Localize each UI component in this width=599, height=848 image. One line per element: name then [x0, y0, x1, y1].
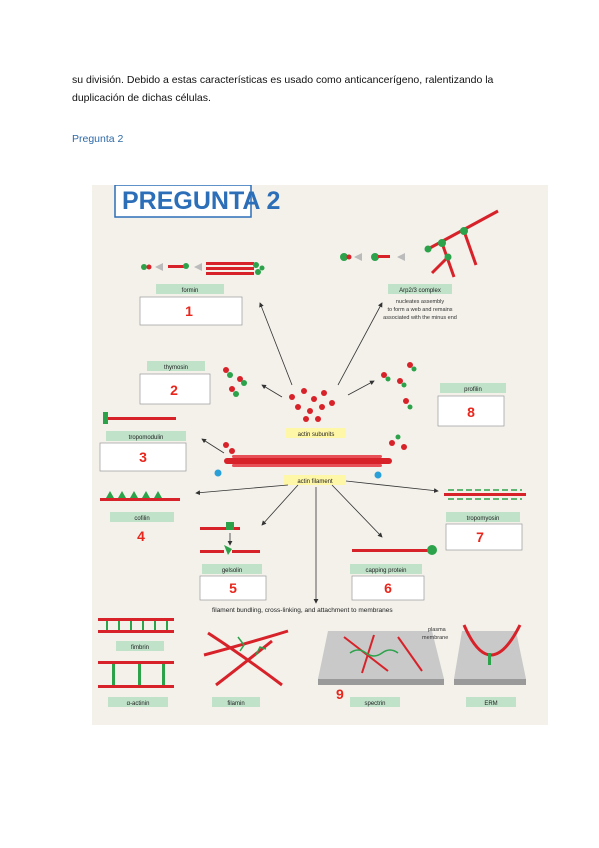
fimbrin-label: fimbrin — [131, 645, 149, 651]
capping-protein-panel: capping protein 6 — [350, 545, 437, 601]
plasma-label-1: plasma — [428, 627, 447, 633]
section-title: Pregunta 2 — [72, 133, 124, 145]
bundling-caption: filament bundling, cross-linking, and at… — [212, 607, 393, 614]
actin-subunits-label-bg — [286, 428, 346, 438]
spectrin-label: spectrin — [364, 701, 385, 707]
actin-binding-proteins-figure: PREGUNTA 2 formin 1 Arp2/3 complex nucle… — [92, 185, 548, 725]
answer-number-3: 3 — [139, 449, 147, 465]
formin-label: formin — [182, 288, 199, 294]
gelsolin-label: gelsolin — [222, 568, 242, 574]
filamin-panel: filamin — [203, 629, 289, 707]
arp-label-bg — [388, 284, 452, 294]
answer-box-8 — [437, 395, 505, 427]
answer-box-5 — [199, 575, 267, 601]
figure-title: PREGUNTA 2 — [122, 187, 280, 215]
tropomodulin-label: tropomodulin — [129, 435, 164, 441]
actin-subunits-label: actin subunits — [298, 432, 335, 438]
answer-number-9: 9 — [336, 686, 344, 702]
actin-filament-label: actin filament — [297, 479, 333, 485]
tropomyosin-panel: tropomyosin 7 — [444, 489, 526, 551]
pathway-arrows — [195, 302, 439, 604]
arp-note-3: associated with the minus end — [383, 315, 457, 321]
formin-label-bg — [156, 284, 224, 294]
cofilin-label: cofilin — [134, 516, 149, 522]
answer-number-5: 5 — [229, 580, 237, 596]
answer-number-6: 6 — [384, 580, 392, 596]
profilin-panel: profilin 8 — [381, 362, 506, 427]
answer-number-1: 1 — [185, 303, 193, 319]
answer-box-1 — [139, 296, 243, 326]
spectrin-panel: 9 spectrin plasma membrane — [318, 627, 448, 707]
erm-label: ERM — [484, 701, 497, 707]
arp23-panel: Arp2/3 complex nucleates assembly to for… — [340, 209, 499, 321]
answer-box-6 — [351, 575, 425, 601]
capping-label: capping protein — [365, 568, 406, 574]
filamin-label: filamin — [227, 701, 244, 707]
answer-box-2 — [139, 373, 211, 405]
profilin-label: profilin — [464, 387, 482, 393]
actin-filament-label-bg — [284, 475, 346, 485]
answer-number-7: 7 — [476, 529, 484, 545]
figure-title-box — [114, 185, 252, 218]
answer-number-2: 2 — [170, 382, 178, 398]
actin-subunits-cluster — [289, 388, 335, 422]
answer-box-7 — [445, 523, 523, 551]
tropomyosin-label: tropomyosin — [467, 516, 500, 522]
tropomodulin-panel: tropomodulin 3 — [99, 412, 187, 472]
thymosin-label: thymosin — [164, 365, 188, 371]
arp-label: Arp2/3 complex — [399, 288, 441, 294]
answer-number-8: 8 — [467, 404, 475, 420]
erm-panel: ERM — [454, 624, 526, 707]
arp-note-2: to form a web and remains — [387, 307, 452, 313]
body-paragraph: su división. Debido a estas característi… — [72, 74, 494, 104]
actinin-label: α-actinin — [127, 701, 150, 707]
thymosin-panel: thymosin 2 — [139, 361, 247, 405]
cofilin-panel: cofilin 4 — [100, 491, 180, 544]
gelsolin-panel: gelsolin 5 — [199, 522, 267, 601]
fimbrin-panel: fimbrin — [98, 618, 174, 651]
formin-panel: formin 1 — [139, 262, 265, 326]
answer-number-4: 4 — [137, 528, 145, 544]
actin-filament — [214, 434, 407, 479]
actinin-panel: α-actinin — [98, 661, 174, 707]
answer-box-3 — [99, 442, 187, 472]
arp-note-1: nucleates assembly — [396, 299, 445, 305]
plasma-label-2: membrane — [422, 635, 448, 641]
